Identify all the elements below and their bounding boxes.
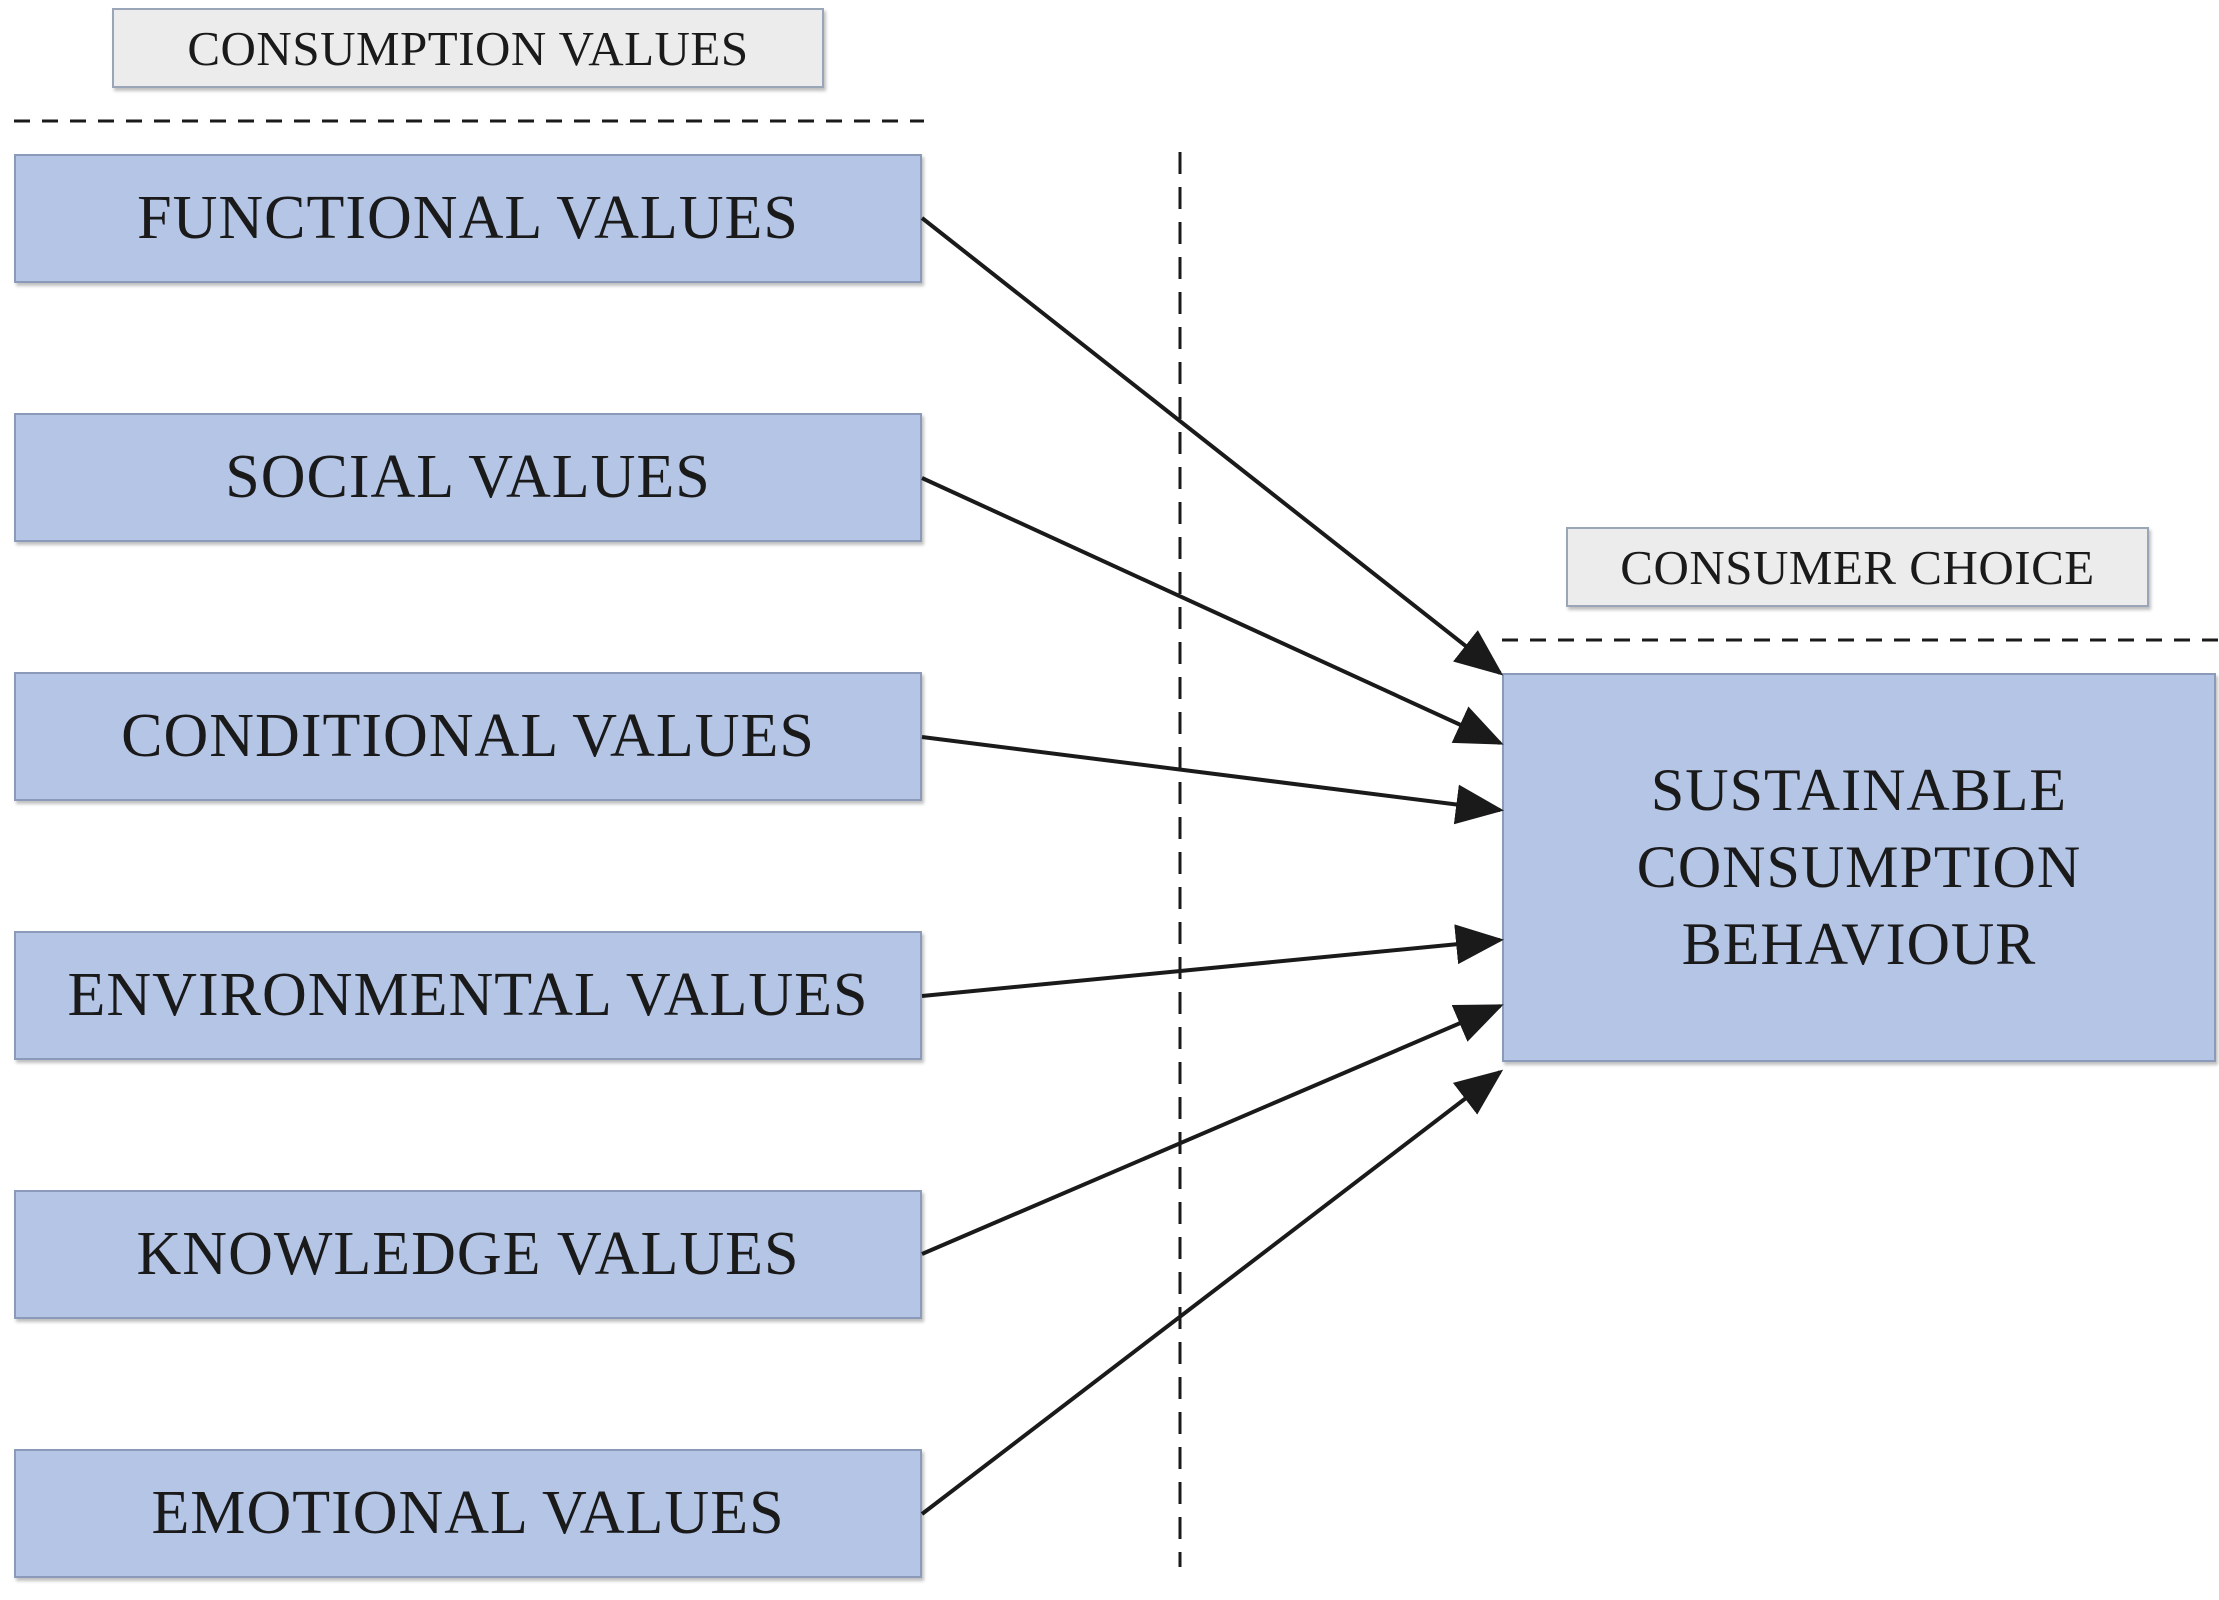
emotional-values-label: EMOTIONAL VALUES (151, 1479, 785, 1547)
social-values-label: SOCIAL VALUES (225, 443, 711, 511)
functional-values-label: FUNCTIONAL VALUES (137, 184, 799, 252)
knowledge-values-label: KNOWLEDGE VALUES (136, 1220, 800, 1288)
arrow-conditional-to-target (921, 735, 1504, 825)
conditional-values-label: CONDITIONAL VALUES (121, 702, 815, 770)
conditional-values-box: CONDITIONAL VALUES (14, 672, 922, 801)
arrow-functional-to-target (920, 216, 1504, 676)
functional-values-box: FUNCTIONAL VALUES (14, 154, 922, 283)
social-values-box: SOCIAL VALUES (14, 413, 922, 542)
knowledge-values-box: KNOWLEDGE VALUES (14, 1190, 922, 1319)
arrow-social-to-target (921, 476, 1504, 745)
arrow-knowledge-to-target (921, 1004, 1504, 1256)
consumer-choice-header: CONSUMER CHOICE (1566, 527, 2149, 607)
arrow-emotional-to-target (920, 1069, 1504, 1516)
sustainable-consumption-behaviour-label: SUSTAINABLE CONSUMPTION BEHAVIOUR (1636, 757, 2082, 977)
emotional-values-box: EMOTIONAL VALUES (14, 1449, 922, 1578)
arrow-environmental-to-target (921, 924, 1504, 998)
environmental-values-box: ENVIRONMENTAL VALUES (14, 931, 922, 1060)
environmental-values-label: ENVIRONMENTAL VALUES (67, 961, 869, 1029)
consumption-values-header-label: CONSUMPTION VALUES (187, 20, 749, 76)
consumption-values-header: CONSUMPTION VALUES (112, 8, 824, 88)
consumer-choice-header-label: CONSUMER CHOICE (1620, 539, 2095, 595)
sustainable-consumption-behaviour-box: SUSTAINABLE CONSUMPTION BEHAVIOUR (1502, 673, 2216, 1062)
